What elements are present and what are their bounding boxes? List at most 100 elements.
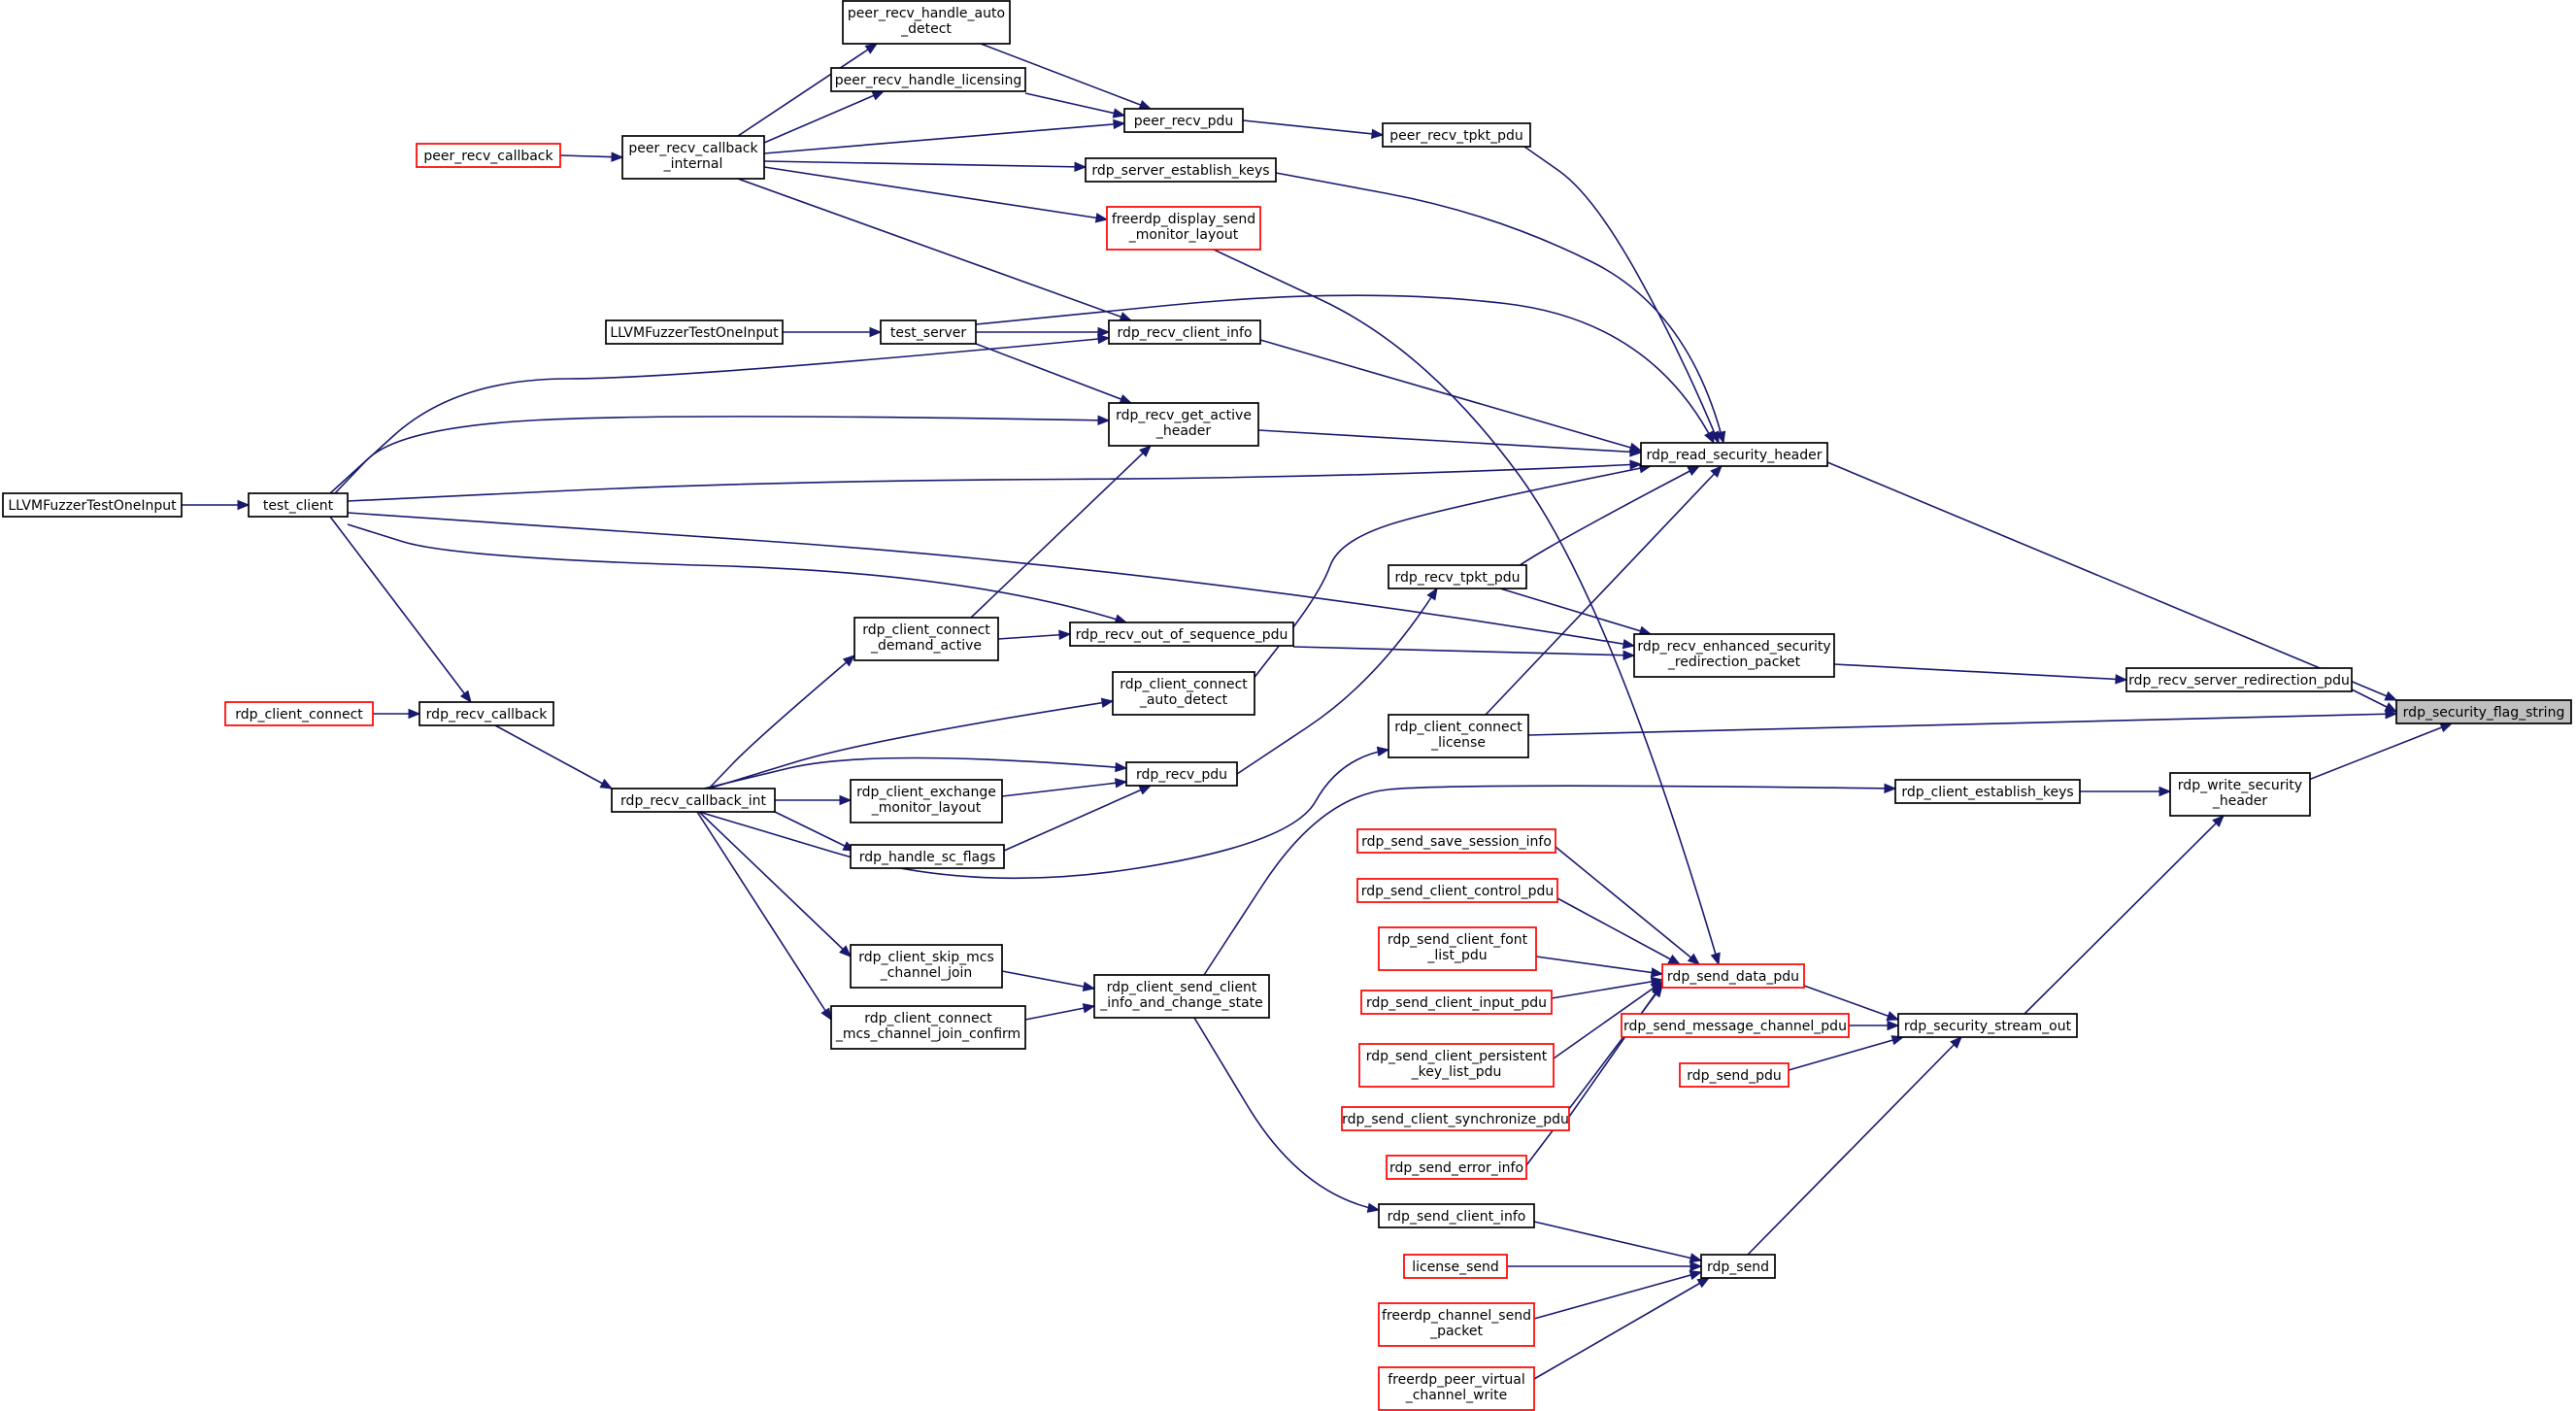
node-rdp-send-client-control-pdu[interactable]: rdp_send_client_control_pdu [1356, 878, 1558, 903]
node-rdp-client-connect-mcs-channel-join-confirm[interactable]: rdp_client_connect_mcs_channel_join_conf… [830, 1005, 1026, 1050]
node-rdp-client-establish-keys[interactable]: rdp_client_establish_keys [1894, 779, 2081, 804]
node-rdp-client-skip-mcs-channel-join[interactable]: rdp_client_skip_mcs_channel_join [850, 944, 1003, 989]
node-rdp-security-flag-string[interactable]: rdp_security_flag_string [2395, 699, 2572, 724]
node-rdp-server-establish-keys[interactable]: rdp_server_establish_keys [1085, 157, 1277, 183]
edge-line [1024, 92, 1125, 117]
node-rdp-write-security-header[interactable]: rdp_write_security_header [2169, 772, 2311, 817]
node-label: rdp_write_security [2178, 778, 2302, 793]
arrowhead-icon [1082, 1003, 1096, 1014]
node-rdp-send-data-pdu[interactable]: rdp_send_data_pdu [1661, 963, 1805, 989]
arrowhead-icon [1629, 447, 1643, 457]
node-rdp-client-connect[interactable]: rdp_client_connect [224, 701, 374, 726]
arrowhead-icon [459, 689, 472, 704]
node-peer-recv-tpkt-pdu[interactable]: peer_recv_tpkt_pdu [1382, 122, 1531, 148]
node-rdp-recv-client-info[interactable]: rdp_recv_client_info [1108, 319, 1261, 345]
node-rdp-recv-get-active-header[interactable]: rdp_recv_get_active_header [1108, 402, 1259, 447]
edge-line [2300, 722, 2453, 784]
node-label: test_client [263, 498, 334, 514]
node-peer-recv-pdu[interactable]: peer_recv_pdu [1123, 108, 1244, 133]
node-label: rdp_recv_out_of_sequence_pdu [1076, 627, 1288, 643]
node-peer-recv-callback-internal[interactable]: peer_recv_callback_internal [621, 135, 765, 180]
node-test-client[interactable]: test_client [248, 492, 349, 518]
arrowhead-icon [2384, 690, 2398, 701]
node-label: freerdp_display_send [1112, 212, 1255, 227]
node-license-send[interactable]: license_send [1403, 1254, 1508, 1279]
node-rdp-read-security-header[interactable]: rdp_read_security_header [1640, 442, 1828, 467]
node-box [1386, 1155, 1527, 1180]
node-rdp-client-send-client-info-and-change-state[interactable]: rdp_client_send_client_info_and_change_s… [1093, 974, 1270, 1019]
node-peer-recv-callback[interactable]: peer_recv_callback [416, 143, 561, 168]
edge-line [708, 655, 855, 789]
edge-send_data-input [1551, 976, 1664, 999]
node-label: test_server [890, 325, 966, 341]
node-rdp-handle-sc-flags[interactable]: rdp_handle_sc_flags [850, 844, 1005, 869]
arrowhead-icon [864, 43, 879, 54]
node-label: rdp_handle_sc_flags [859, 850, 996, 865]
arrowhead-icon [2385, 709, 2398, 720]
arrowhead-icon [1058, 629, 1072, 641]
arrowhead-icon [1667, 954, 1682, 965]
node-rdp-send-message-channel-pdu[interactable]: rdp_send_message_channel_pdu [1621, 1013, 1850, 1038]
edge-read_sec-srv_keys [1275, 172, 1726, 445]
arrowhead-icon [1097, 326, 1111, 338]
node-rdp-client-exchange-monitor-layout[interactable]: rdp_client_exchange_monitor_layout [850, 779, 1003, 823]
node-box [850, 779, 1003, 823]
edge-send_state-mcs_join [1024, 1003, 1096, 1021]
node-rdp-send-client-persistent-key-list-pdu[interactable]: rdp_send_client_persistent_key_list_pdu [1358, 1043, 1555, 1088]
node-rdp-send-client-info[interactable]: rdp_send_client_info [1378, 1203, 1535, 1228]
arrowhead-icon [839, 794, 853, 806]
node-label: rdp_server_establish_keys [1091, 163, 1269, 179]
node-label: rdp_client_connect [862, 622, 990, 638]
edge-line [997, 633, 1071, 640]
arrowhead-icon [1704, 430, 1715, 445]
node-peer-recv-handle-auto-detect[interactable]: peer_recv_handle_auto_detect [842, 0, 1011, 45]
node-rdp-client-connect-license[interactable]: rdp_client_connect_license [1388, 714, 1529, 758]
edge-read_sec-lic [1485, 465, 1723, 716]
node-rdp-send-client-input-pdu[interactable]: rdp_send_client_input_pdu [1360, 990, 1553, 1015]
node-box [1085, 157, 1277, 183]
edge-line [1556, 897, 1681, 965]
edge-test_srv-fuzz_srv [783, 326, 883, 338]
node-rdp-recv-pdu[interactable]: rdp_recv_pdu [1125, 761, 1238, 787]
edge-line [329, 516, 472, 703]
edge-rdp_send-send_cinfo [1533, 1221, 1703, 1263]
edge-line [1533, 1221, 1702, 1261]
node-rdp-recv-server-redirection-pdu[interactable]: rdp_recv_server_redirection_pdu [2125, 667, 2353, 692]
node-freerdp-channel-send-packet[interactable]: freerdp_channel_send_packet [1378, 1302, 1535, 1347]
node-rdp-security-stream-out[interactable]: rdp_security_stream_out [1897, 1013, 2078, 1038]
node-freerdp-display-send-monitor-layout[interactable]: freerdp_display_send_monitor_layout [1106, 206, 1261, 251]
edge-line [1213, 249, 1720, 965]
arrowhead-icon [871, 90, 886, 101]
arrowhead-icon [1371, 128, 1385, 140]
node-freerdp-peer-virtual-channel-write[interactable]: freerdp_peer_virtual_channel_write [1378, 1366, 1535, 1411]
node-rdp-send-save-session-info[interactable]: rdp_send_save_session_info [1356, 828, 1556, 854]
node-rdp-recv-tpkt-pdu[interactable]: rdp_recv_tpkt_pdu [1388, 564, 1527, 589]
arrowhead-icon [1623, 650, 1636, 660]
node-rdp-send-client-font-list-pdu[interactable]: rdp_send_client_font_list_pdu [1378, 926, 1537, 971]
node-peer-recv-handle-licensing[interactable]: peer_recv_handle_licensing [830, 67, 1026, 92]
node-box [2395, 699, 2572, 724]
node-label: peer_recv_callback [423, 149, 553, 164]
node-rdp-send-error-info[interactable]: rdp_send_error_info [1386, 1155, 1527, 1180]
edge-line [1747, 1036, 1962, 1256]
node-llvmfuzzertestoneinput[interactable]: LLVMFuzzerTestOneInput [2, 492, 183, 518]
arrowhead-icon [1696, 1277, 1711, 1289]
node-llvmfuzzertestoneinput[interactable]: LLVMFuzzerTestOneInput [605, 319, 784, 345]
arrowhead-icon [1376, 746, 1390, 756]
node-rdp-recv-callback-int[interactable]: rdp_recv_callback_int [611, 788, 776, 813]
node-rdp-send-pdu[interactable]: rdp_send_pdu [1679, 1062, 1790, 1088]
node-box [1112, 671, 1255, 716]
node-rdp-recv-out-of-sequence-pdu[interactable]: rdp_recv_out_of_sequence_pdu [1069, 622, 1294, 647]
node-rdp-send-client-synchronize-pdu[interactable]: rdp_send_client_synchronize_pdu [1341, 1106, 1570, 1131]
node-rdp-recv-callback[interactable]: rdp_recv_callback [418, 701, 554, 726]
node-label: rdp_send_client_input_pdu [1366, 995, 1547, 1011]
edge-demand-cb_int [708, 655, 856, 789]
node-rdp-client-connect-demand-active[interactable]: rdp_client_connect_demand_active [853, 617, 999, 661]
node-rdp-client-connect-auto-detect[interactable]: rdp_client_connect_auto_detect [1112, 671, 1255, 716]
node-rdp-recv-enhanced-security-redirection-packet[interactable]: rdp_recv_enhanced_security_redirection_p… [1633, 633, 1835, 678]
arrowhead-icon [842, 655, 856, 667]
arrowhead-icon [1426, 587, 1438, 601]
node-rdp-send[interactable]: rdp_send [1700, 1254, 1776, 1279]
node-label: rdp_send_save_session_info [1361, 834, 1552, 850]
node-test-server[interactable]: test_server [880, 319, 977, 345]
